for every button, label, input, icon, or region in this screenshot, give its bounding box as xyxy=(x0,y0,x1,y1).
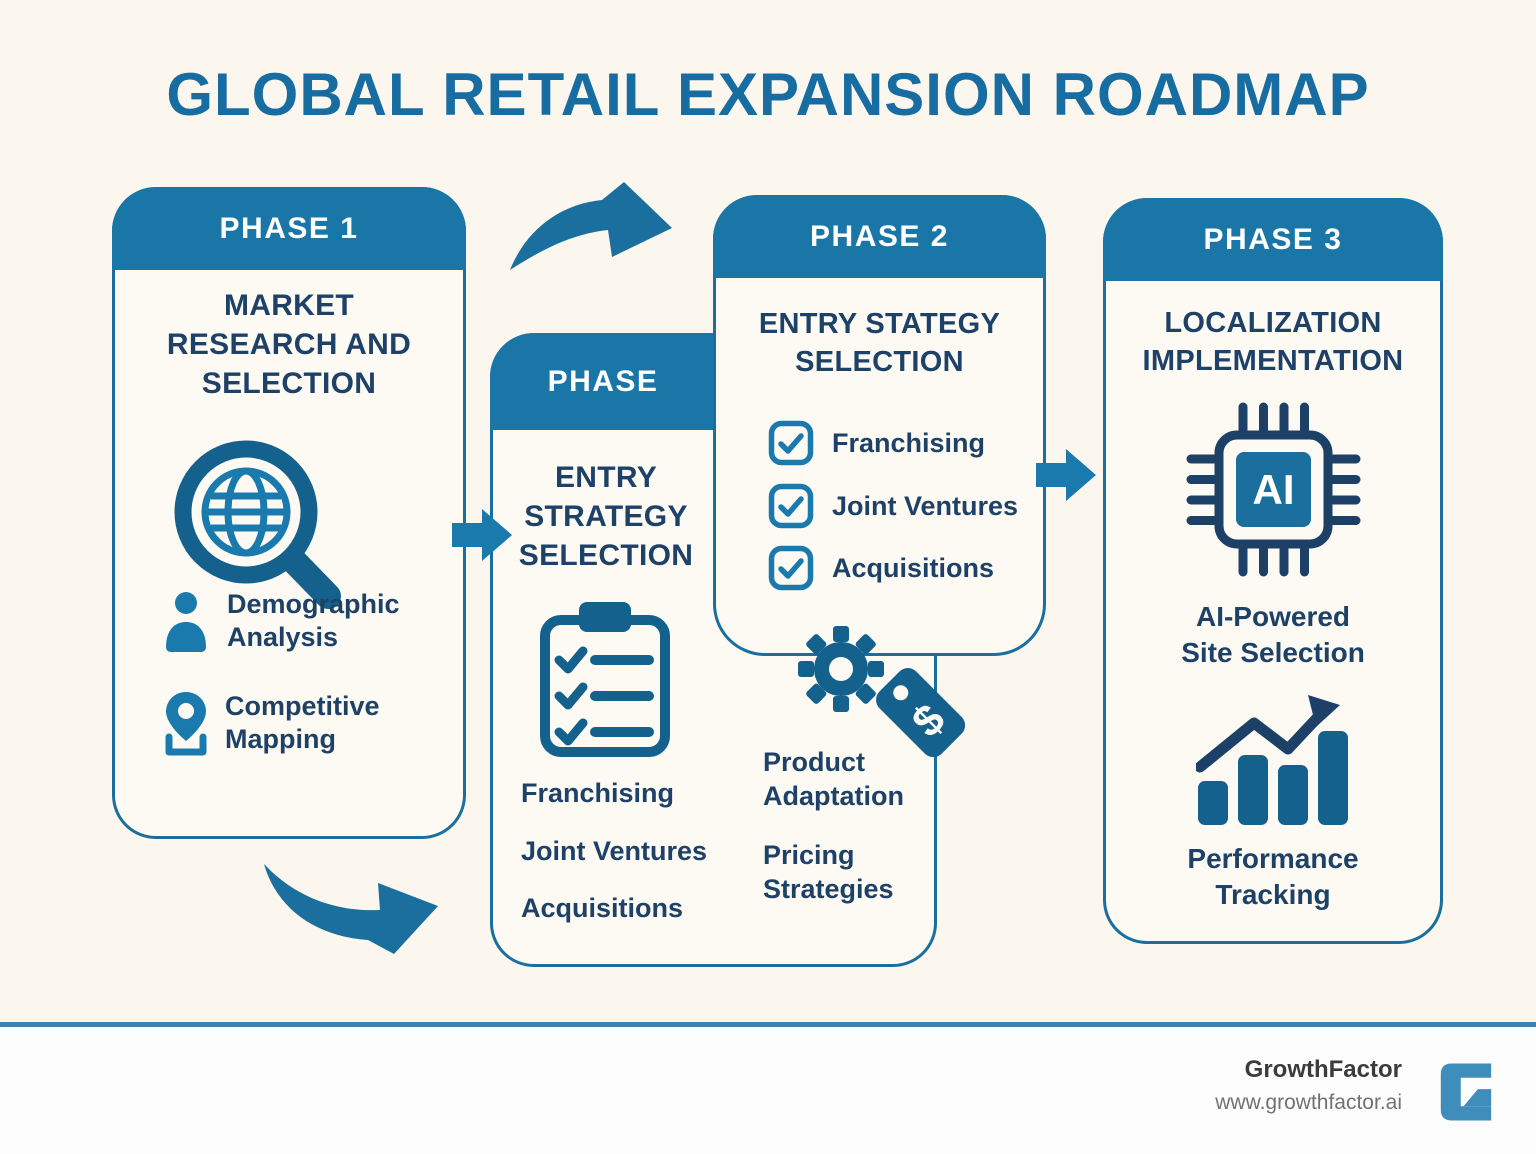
phase1-title: MARKET RESEARCH AND SELECTION xyxy=(166,289,412,400)
arrow-right-icon xyxy=(452,506,514,564)
checklist-label: Joint Ventures xyxy=(832,490,1019,521)
page-title: GLOBAL RETAIL EXPANSION ROADMAP xyxy=(166,61,1370,128)
phase2-card: PHASE 2 ENTRY STATEGY SELECTION Franchis… xyxy=(713,195,1046,656)
brand-name: GrowthFactor xyxy=(1244,1056,1402,1083)
curved-arrow-top-icon xyxy=(506,178,676,273)
phase3-header-label: PHASE 3 xyxy=(1203,222,1343,256)
phase1-item-label: Competitive Mapping xyxy=(225,691,380,754)
checkbox-checked-icon xyxy=(768,420,814,466)
phase3-header: PHASE 3 xyxy=(1103,198,1443,281)
entry-list-item: Acquisitions xyxy=(521,893,684,923)
checkbox-checked-icon xyxy=(768,483,814,529)
phase2-check-row: Joint Ventures xyxy=(768,483,1018,529)
phase1-header-label: PHASE 1 xyxy=(219,211,359,245)
checklist-label: Acquisitions xyxy=(832,552,995,583)
growth-chart-icon xyxy=(1196,693,1351,828)
phase1-item-label: Demographic Analysis xyxy=(227,589,400,652)
phase2-title: ENTRY STATEGY SELECTION xyxy=(758,308,1001,378)
brand-url: www.growthfactor.ai xyxy=(1215,1091,1402,1114)
phase2-check-row: Franchising xyxy=(768,420,985,466)
map-pin-icon xyxy=(161,690,211,756)
entry-list-item: Joint Ventures xyxy=(521,836,708,866)
ai-chip-icon: AI xyxy=(1181,397,1366,582)
phase2-header: PHASE 2 xyxy=(713,195,1046,278)
footer-band xyxy=(0,1027,1536,1154)
entry-header-label: PHASE xyxy=(547,364,659,398)
phase3-title: LOCALIZATION IMPLEMENTATION xyxy=(1142,307,1404,377)
globe-magnifier-icon xyxy=(158,428,353,623)
entry-right-item: Product Adaptation xyxy=(763,747,904,811)
curved-arrow-bottom-icon xyxy=(256,848,444,966)
footer-text: GrowthFactor www.growthfactor.ai xyxy=(1215,1056,1402,1115)
phase3-caption-performance: Performance Tracking xyxy=(1187,843,1359,910)
entry-list-item: Franchising xyxy=(521,778,675,808)
phase1-item-competitive: Competitive Mapping xyxy=(161,690,380,756)
arrow-right-icon xyxy=(1036,446,1098,504)
phase1-header: PHASE 1 xyxy=(112,187,466,270)
phase1-card: PHASE 1 MARKET RESEARCH AND SELECTION xyxy=(112,187,466,839)
ai-chip-label: AI xyxy=(1253,466,1295,513)
entry-right-item: Pricing Strategies xyxy=(763,840,894,904)
phase2-header-label: PHASE 2 xyxy=(810,219,949,253)
phase1-item-demographic: Demographic Analysis xyxy=(161,588,400,654)
phase3-card: PHASE 3 LOCALIZATION IMPLEMENTATION AI A… xyxy=(1103,198,1443,944)
brand-logo-g-icon xyxy=(1437,1060,1494,1124)
checklist-label: Franchising xyxy=(832,427,986,458)
person-icon xyxy=(161,590,213,652)
gear-icon xyxy=(798,626,884,712)
footer-divider xyxy=(0,1022,1536,1027)
phase2-check-row: Acquisitions xyxy=(768,545,994,591)
entry-card-title: ENTRY STRATEGY SELECTION xyxy=(518,461,694,572)
checkbox-checked-icon xyxy=(768,545,814,591)
clipboard-checklist-icon xyxy=(535,596,675,761)
price-tag-icon: $ xyxy=(866,658,978,770)
phase3-caption-ai: AI-Powered Site Selection xyxy=(1181,601,1365,668)
